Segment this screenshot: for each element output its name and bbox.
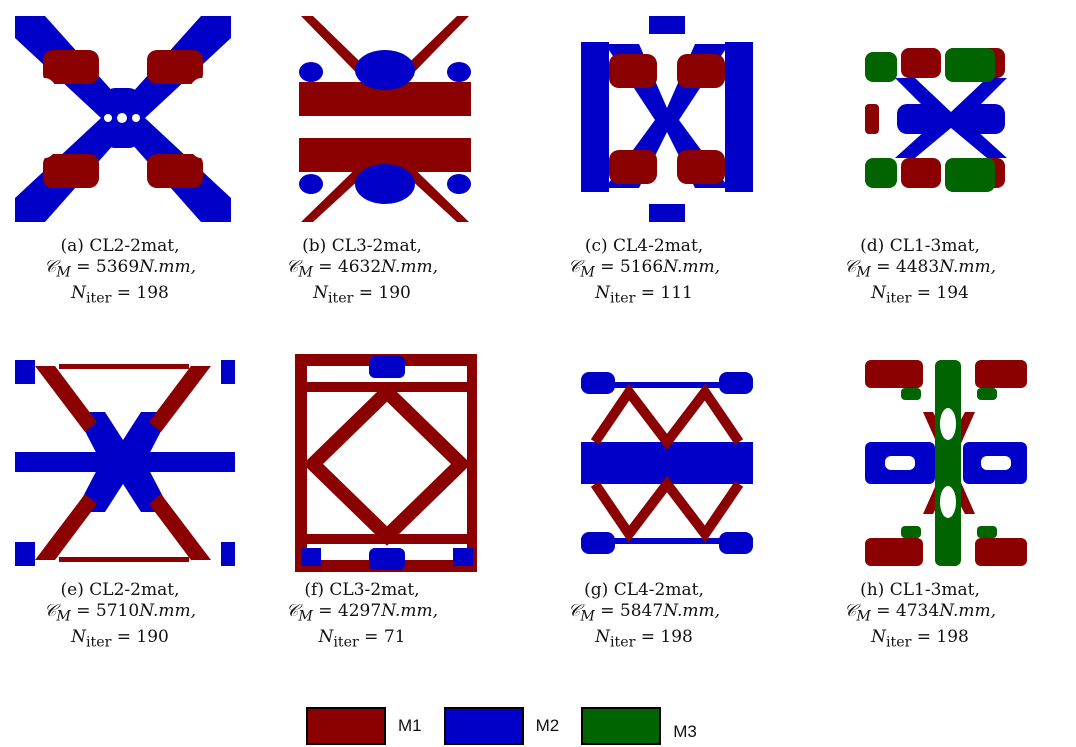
design-image-a [15,16,231,222]
panel-h: (h) CL1-3mat, 𝒞M = 4734N.mm, Niter = 198 [800,352,1040,654]
legend-label-m2: M2 [535,716,560,735]
caption-d: (d) CL1-3mat, 𝒞M = 4483N.mm, Niter = 194 [843,236,997,307]
legend-label-m3: M3 [673,722,697,741]
caption-e: (e) CL2-2mat, 𝒞M = 5710N.mm, Niter = 190 [43,580,197,651]
caption-c: (c) CL4-2mat, 𝒞M = 5166N.mm, Niter = 111 [567,236,721,307]
design-image-d [865,48,1007,192]
design-image-g [581,372,753,554]
panel-b: (b) CL3-2mat, 𝒞M = 4632N.mm, Niter = 190 [242,8,482,310]
panel-d: (d) CL1-3mat, 𝒞M = 4483N.mm, Niter = 194 [800,8,1040,310]
legend-swatch-m1 [306,707,386,745]
panel-e: (e) CL2-2mat, 𝒞M = 5710N.mm, Niter = 190 [0,352,240,654]
design-image-e [15,360,235,566]
design-image-h [865,360,1027,566]
legend-swatch-m2 [443,707,524,745]
panel-g: (g) CL4-2mat, 𝒞M = 5847N.mm, Niter = 198 [524,352,764,654]
design-image-b [299,16,471,222]
legend-label-m1: M1 [398,716,422,735]
caption-f: (f) CL3-2mat, 𝒞M = 4297N.mm, Niter = 71 [285,580,439,651]
panel-a: (a) CL2-2mat, 𝒞M = 5369N.mm, Niter = 198 [0,8,240,310]
caption-b: (b) CL3-2mat, 𝒞M = 4632N.mm, Niter = 190 [285,236,439,307]
design-image-c [581,16,753,222]
material-legend: M1 M2 M3 [306,707,719,745]
legend-swatch-m3 [581,707,662,745]
legend-item-m1: M1 [306,707,436,745]
design-image-f [295,354,477,572]
caption-h: (h) CL1-3mat, 𝒞M = 4734N.mm, Niter = 198 [843,580,997,651]
caption-a: (a) CL2-2mat, 𝒞M = 5369N.mm, Niter = 198 [43,236,197,307]
legend-item-m2: M2 [443,707,574,745]
panel-f: (f) CL3-2mat, 𝒞M = 4297N.mm, Niter = 71 [242,352,482,654]
panel-c: (c) CL4-2mat, 𝒞M = 5166N.mm, Niter = 111 [524,8,764,310]
legend-item-m3: M3 [581,707,711,745]
caption-g: (g) CL4-2mat, 𝒞M = 5847N.mm, Niter = 198 [567,580,721,651]
